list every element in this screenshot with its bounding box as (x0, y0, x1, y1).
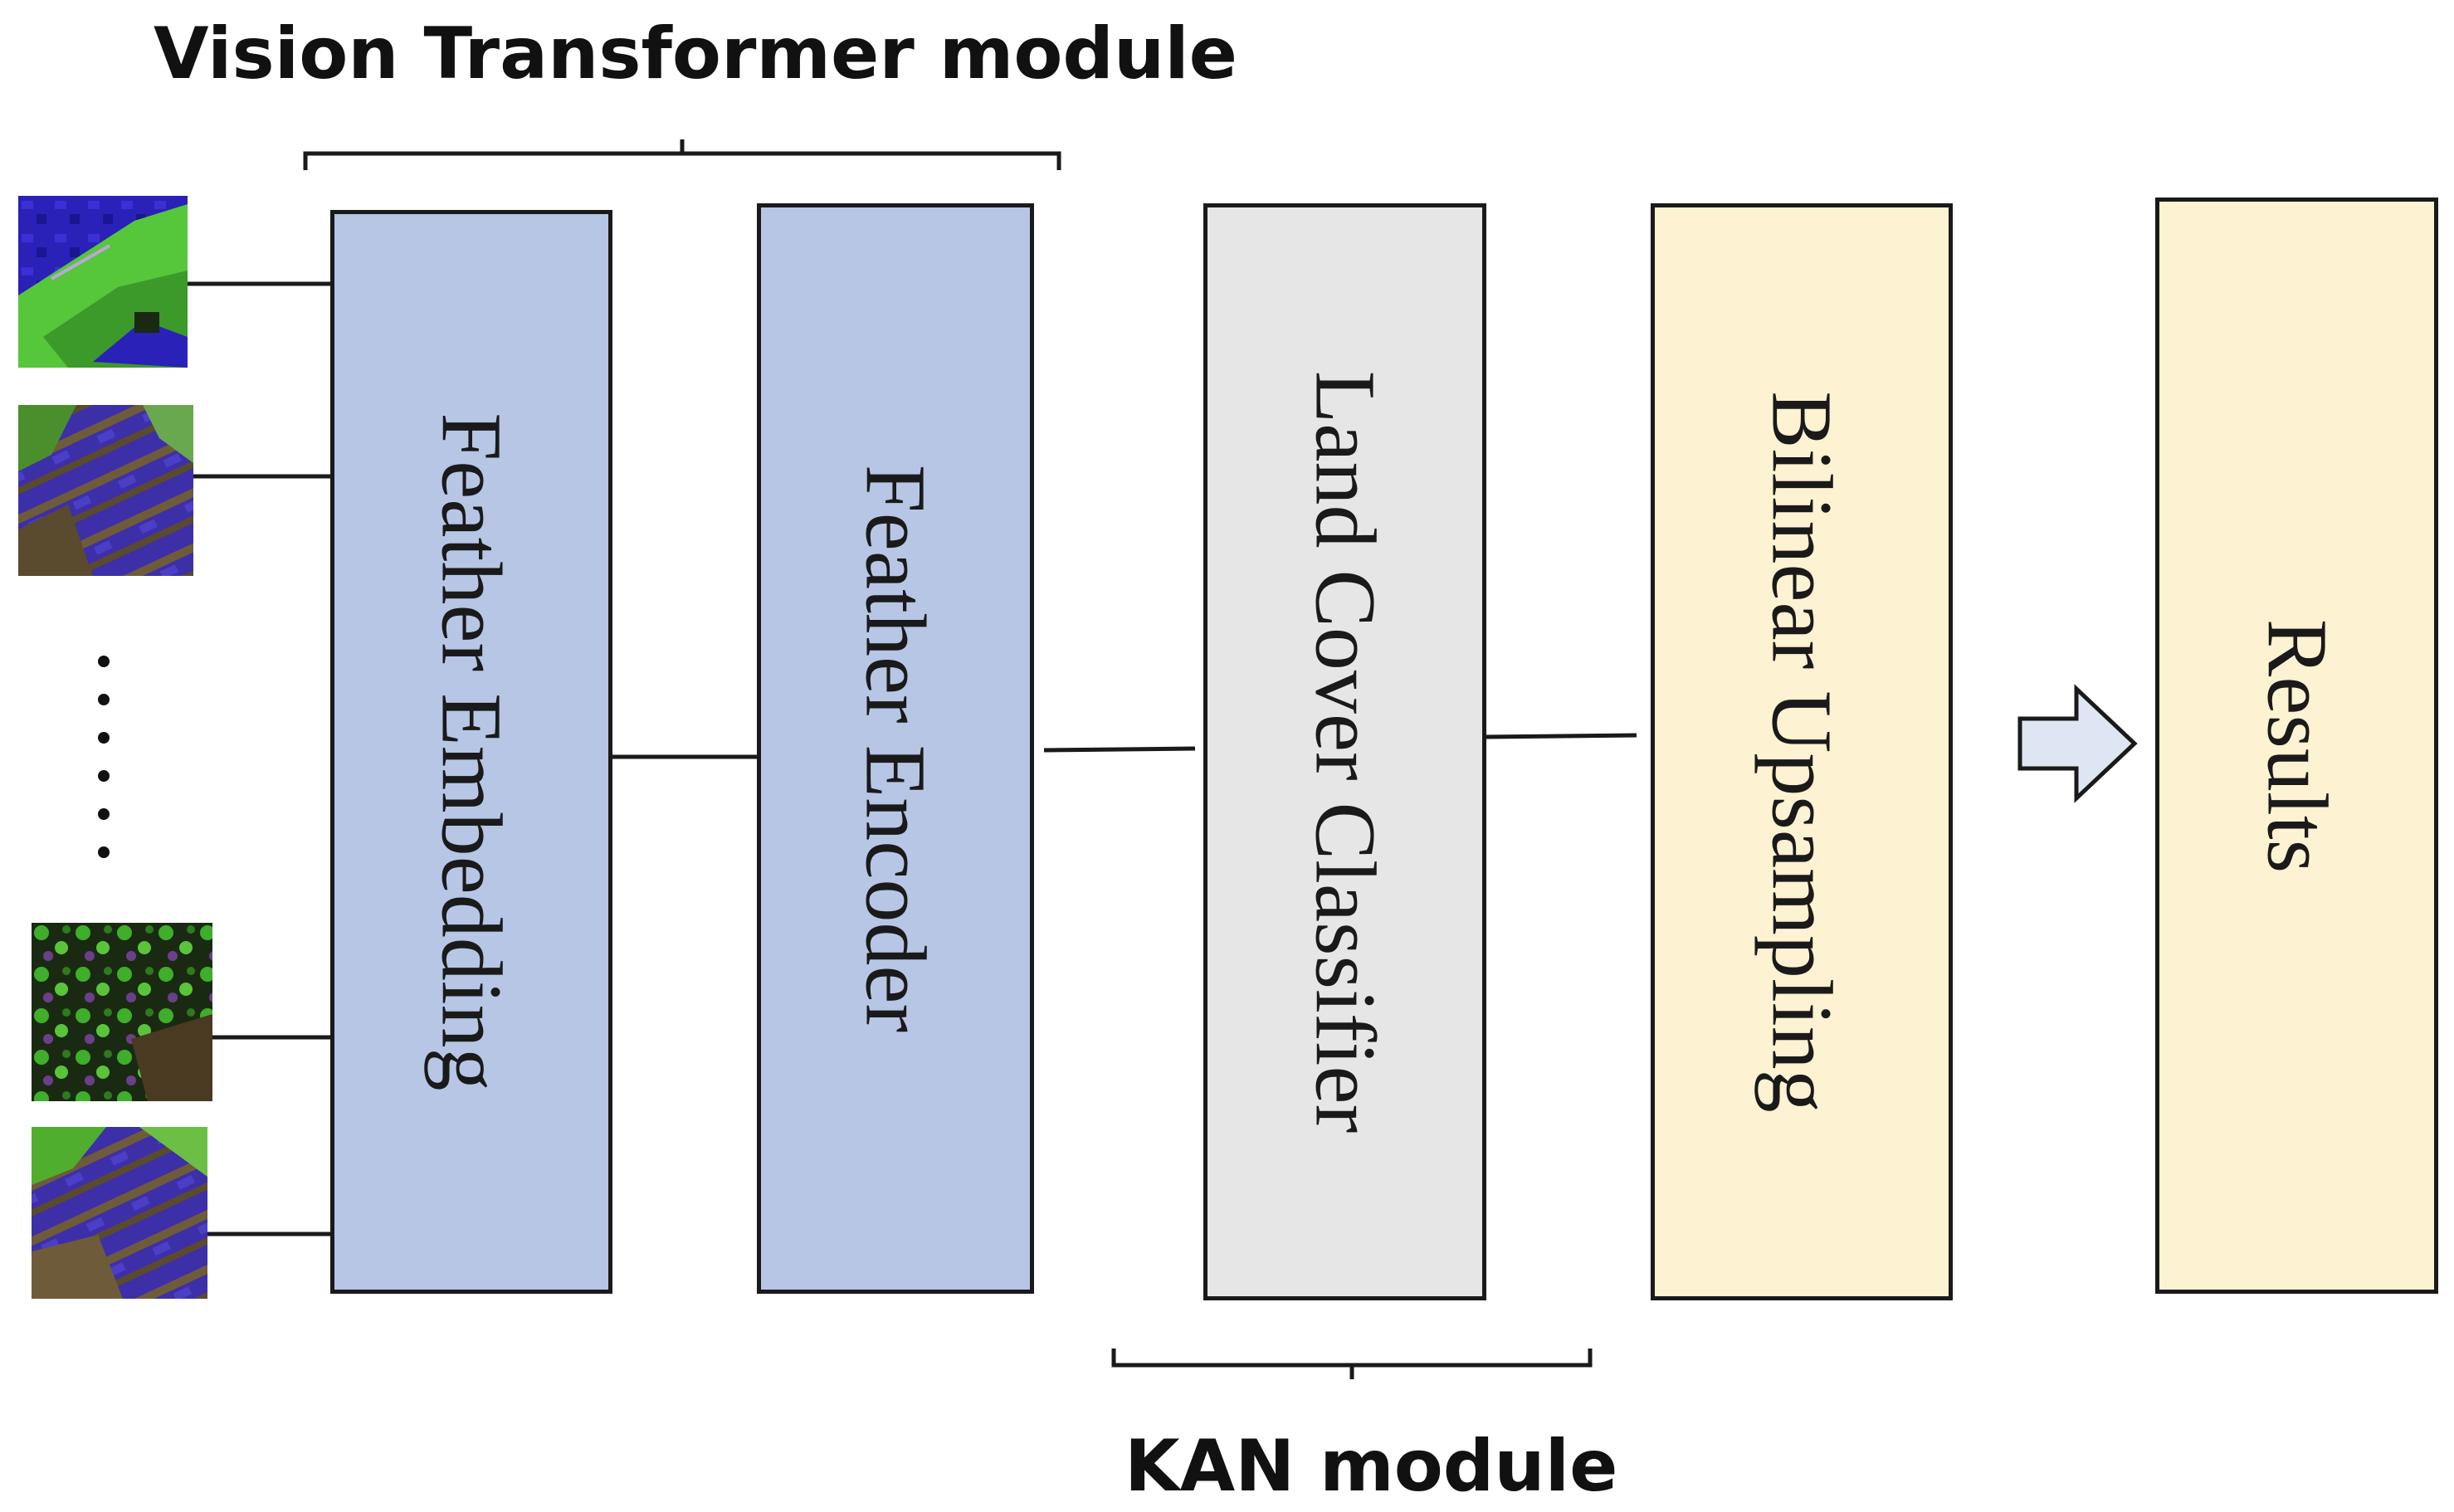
results-label: Results (2249, 618, 2344, 873)
right-arrow-icon (2017, 684, 2138, 803)
feather-encoder-block: Feather Encoder (757, 203, 1034, 1294)
ellipsis-dot (98, 770, 110, 782)
kan-module-brace (1111, 1349, 1593, 1379)
input-image-4 (32, 1127, 207, 1299)
connector-classifier-upsampling (1486, 733, 1637, 739)
vit-module-brace (303, 139, 1061, 170)
land-cover-classifier-label: Land Cover Classifier (1297, 370, 1393, 1134)
feather-embedding-label: Feather Embedding (423, 412, 520, 1091)
land-cover-classifier-block: Land Cover Classifier (1203, 203, 1486, 1300)
connector-encoder-classifier (1043, 746, 1196, 753)
bilinear-upsampling-label: Bilinear Upsampling (1754, 391, 1850, 1113)
input-image-3 (32, 923, 212, 1101)
ellipsis-dot (98, 808, 110, 820)
input-image-2 (18, 405, 193, 576)
ellipsis-dot (98, 694, 110, 705)
ellipsis-dot (98, 656, 110, 667)
kan-module-label: KAN module (1125, 1425, 1618, 1508)
ellipsis-dot (98, 846, 110, 858)
ellipsis-dot (98, 732, 110, 744)
bilinear-upsampling-block: Bilinear Upsampling (1651, 203, 1953, 1300)
results-block: Results (2155, 198, 2438, 1294)
feather-encoder-label: Feather Encoder (847, 464, 944, 1033)
vision-transformer-module-label: Vision Transformer module (154, 12, 1237, 95)
input-image-1 (18, 196, 188, 368)
feather-embedding-block: Feather Embedding (330, 210, 612, 1294)
